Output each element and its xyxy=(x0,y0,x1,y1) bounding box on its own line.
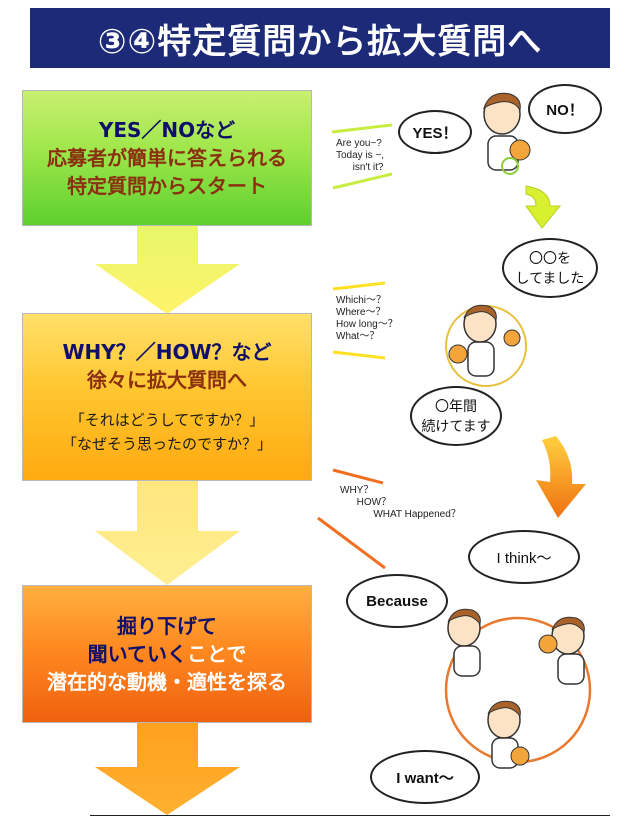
stage3-line2a: 聞いていく xyxy=(87,642,187,666)
because-bubble: Because xyxy=(346,574,448,628)
want-bubble: I want～ xyxy=(370,750,480,804)
stage-deep-dive: 掘り下げて 聞いていくことで 潜在的な動機・適性を探る xyxy=(22,585,312,723)
stage3-line1: 掘り下げて xyxy=(117,614,217,638)
stage1-line2: 応募者が簡単に答えられる xyxy=(47,146,287,170)
person-illustration xyxy=(445,304,527,387)
stage1-line3: 特定質問からスタート xyxy=(67,174,267,198)
down-arrow-icon xyxy=(95,481,240,585)
page-title: ③④特定質問から拡大質問へ xyxy=(30,8,610,68)
stage3-line2b: ことで xyxy=(187,642,247,666)
down-arrow-icon xyxy=(95,723,240,815)
stage2-line2: 徐々に拡大質問へ xyxy=(87,368,247,392)
person-illustration xyxy=(483,92,531,175)
down-arrow-icon xyxy=(95,226,240,314)
bottom-rule xyxy=(90,815,610,816)
answer-bubble-activity: 〇〇を してました xyxy=(502,238,598,298)
curved-arrow-icon xyxy=(536,436,586,518)
stage-expanding-questions: WHY？／HOW？など 徐々に拡大質問へ 「それはどうしてですか？」 「なぜそう… xyxy=(22,313,312,481)
curved-arrow-icon xyxy=(525,185,562,229)
stage2-heading: WHY？／HOW？など xyxy=(62,340,272,364)
stage2-question2: 「なぜそう思ったのですか？」 xyxy=(61,435,272,453)
stage3-line3: 潜在的な動機・適性を探る xyxy=(47,670,287,694)
why-how-what-text: WHY？ HOW？ WHAT Happened？ xyxy=(340,485,461,520)
open-question-examples: Whichi～？ Where～？ How long～？ What～？ xyxy=(336,295,398,342)
closed-question-examples: Are you~? Today is ~, isn't it? xyxy=(336,138,385,173)
person-illustration-group xyxy=(444,608,592,769)
stage1-heading: YES／NOなど xyxy=(98,118,236,142)
stage-specific-questions: YES／NOなど 応募者が簡単に答えられる 特定質問からスタート xyxy=(22,90,312,226)
no-bubble: NO！ xyxy=(528,84,602,134)
stage2-question1: 「それはどうしてですか？」 xyxy=(69,411,265,429)
yes-bubble: YES！ xyxy=(398,110,472,154)
think-bubble: I think～ xyxy=(468,530,580,584)
answer-bubble-years: 〇年間 続けてます xyxy=(410,386,502,446)
